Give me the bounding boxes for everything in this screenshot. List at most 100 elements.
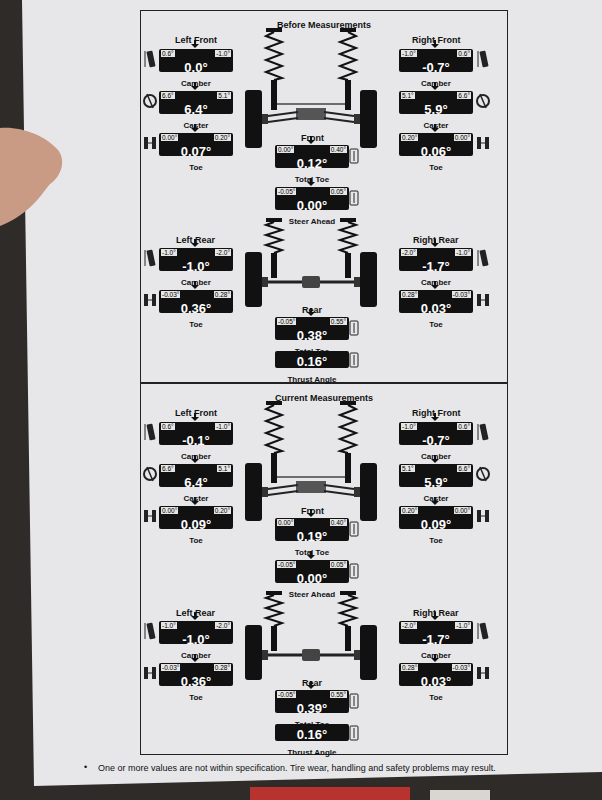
spec-limit: -1.0° bbox=[215, 423, 231, 430]
value-bar: -1.0°-2.0°-1.0° bbox=[159, 621, 233, 644]
readout-box: 0.00°0.40°0.19°Total Toe bbox=[275, 518, 349, 559]
spec-limit: -0.05° bbox=[277, 318, 296, 325]
spec-limit: 5.1° bbox=[217, 92, 231, 99]
reading-value: -0.1° bbox=[182, 433, 210, 448]
value-row: 0.12° bbox=[277, 154, 347, 168]
value-row: 0.09° bbox=[161, 515, 231, 529]
range-row: -0.05° 0.05° bbox=[277, 188, 347, 196]
spec-limit: 0.40° bbox=[330, 519, 347, 526]
value-bar: 0.00° 0.40°0.19° bbox=[275, 518, 349, 541]
spec-limit: -0.05° bbox=[277, 691, 296, 698]
value-row: -0.7° bbox=[401, 431, 471, 445]
value-row: 0.0° bbox=[161, 58, 231, 72]
readout-box: 5.1°6.6°5.9°Caster bbox=[399, 91, 473, 132]
value-row: 6.4° bbox=[161, 100, 231, 114]
readout-box: -0.03°0.28°0.36°Toe bbox=[159, 290, 233, 331]
reading-value: 0.00° bbox=[297, 571, 328, 586]
reading-value: 0.09° bbox=[421, 517, 452, 532]
readout-box: 0.28°-0.03°0.03°Toe bbox=[399, 663, 473, 704]
wheel-position-heading: Front bbox=[301, 500, 324, 518]
spec-limit: -2.0° bbox=[401, 249, 417, 256]
spec-limit: 0.05° bbox=[330, 188, 347, 195]
readout-box: 0.16° Thrust Angle bbox=[275, 724, 349, 759]
value-bar: 0.20°0.00° 0.06° bbox=[399, 133, 473, 156]
range-row: -2.0°-1.0° bbox=[401, 622, 471, 630]
reading-value: 0.06° bbox=[421, 144, 452, 159]
reading-name: Camber bbox=[181, 452, 211, 461]
reading-name: Camber bbox=[421, 79, 451, 88]
reading-value: 0.19° bbox=[297, 529, 328, 544]
readout-box: -1.0°0.6°-0.7°Camber bbox=[399, 49, 473, 90]
readout-box: 5.1°6.6°5.9°Caster bbox=[399, 464, 473, 505]
reading-name: Thrust Angle bbox=[287, 748, 336, 757]
value-row: 0.16° bbox=[277, 725, 347, 739]
range-row: -0.05°0.55° bbox=[277, 318, 347, 326]
spec-limit: 0.28° bbox=[401, 291, 418, 298]
value-bar: 0.00°0.40°0.12° bbox=[275, 145, 349, 168]
value-row: 0.07° bbox=[161, 142, 231, 156]
position-label: Right Front bbox=[412, 408, 461, 418]
reading-value: 0.38° bbox=[297, 328, 328, 343]
reading-value: 6.4° bbox=[184, 102, 207, 117]
range-row: -1.0°0.6° bbox=[401, 423, 471, 431]
spec-limit: -0.05° bbox=[277, 188, 296, 195]
range-row: 6.6°5.1° bbox=[161, 92, 231, 100]
spec-limit: -1.0° bbox=[215, 50, 231, 57]
paper-sheet bbox=[22, 0, 602, 786]
reading-value: 0.0° bbox=[184, 60, 207, 75]
position-label: Left Front bbox=[175, 35, 217, 45]
reading-name: Caster bbox=[424, 494, 449, 503]
spec-limit: -0.03° bbox=[452, 664, 471, 671]
spec-limit: 0.28° bbox=[401, 664, 418, 671]
spec-limit: -1.0° bbox=[161, 622, 177, 629]
range-row: -1.0°-2.0° bbox=[161, 249, 231, 257]
value-row: -1.7° bbox=[401, 257, 471, 271]
spec-limit: -1.0° bbox=[401, 50, 417, 57]
value-bar: -1.0°0.6° -0.7° bbox=[399, 422, 473, 445]
reading-name: Caster bbox=[184, 494, 209, 503]
value-row: 5.9° bbox=[401, 100, 471, 114]
reading-name-row: Thrust Angle bbox=[275, 741, 349, 759]
value-bar: 0.00°0.20°0.09° bbox=[159, 506, 233, 529]
reading-name: Camber bbox=[421, 651, 451, 660]
reading-value: 0.09° bbox=[181, 517, 212, 532]
readout-box: 0.20°0.00°0.09°Toe bbox=[399, 506, 473, 547]
wheel-position-heading: Front bbox=[301, 127, 324, 145]
reading-name: Camber bbox=[181, 79, 211, 88]
readout-box: 6.6°5.1°6.4°Caster bbox=[159, 464, 233, 505]
readout-box: -2.0°-1.0°-1.7°Camber bbox=[399, 248, 473, 289]
spec-limit: 0.05° bbox=[330, 561, 347, 568]
range-row: 0.20°0.00° bbox=[401, 134, 471, 142]
readout-box: -2.0°-1.0°-1.7°Camber bbox=[399, 621, 473, 662]
reading-value: -0.7° bbox=[422, 433, 450, 448]
position-label: Left Rear bbox=[176, 608, 215, 618]
value-bar: 0.6°-1.0°-0.1° bbox=[159, 422, 233, 445]
readout-box: -1.0°0.6°-0.7°Camber bbox=[399, 422, 473, 463]
value-bar: 0.16° bbox=[275, 351, 349, 368]
spec-limit: 0.28° bbox=[214, 291, 231, 298]
reading-value: 5.9° bbox=[424, 475, 447, 490]
spec-limit: 0.00° bbox=[277, 519, 294, 526]
value-row: 0.00° bbox=[277, 569, 347, 583]
readout-box: 0.20°0.00°0.06°Toe bbox=[399, 133, 473, 174]
value-row: 0.09° bbox=[401, 515, 471, 529]
position-label: Left Front bbox=[175, 408, 217, 418]
readout-box: 0.6°-1.0°-0.1°Camber bbox=[159, 422, 233, 463]
footer-note-wrap: One or more values are not within specif… bbox=[98, 757, 496, 775]
range-row: 0.00°0.20° bbox=[161, 134, 231, 142]
spec-limit: 0.00° bbox=[161, 507, 178, 514]
measurement-panel: Before Measurements0.6°-1.0°0.0°Camber-1… bbox=[140, 10, 508, 383]
range-row: 0.20°0.00° bbox=[401, 507, 471, 515]
value-bar: 6.6°5.1° 6.4° bbox=[159, 91, 233, 114]
value-bar: -1.0°-2.0°-1.0° bbox=[159, 248, 233, 271]
spec-limit: 0.20° bbox=[401, 134, 418, 141]
wheel-position-heading: Rear bbox=[302, 299, 322, 317]
reading-name: Toe bbox=[189, 163, 203, 172]
range-row: -0.03°0.28° bbox=[161, 664, 231, 672]
wheel-position-heading: Right Front bbox=[412, 29, 461, 47]
wheel-position-heading: Right Front bbox=[412, 402, 461, 420]
reading-value: 0.07° bbox=[181, 144, 212, 159]
position-label: Right Rear bbox=[413, 235, 459, 245]
panel-title-row: Current Measurements bbox=[141, 387, 507, 405]
